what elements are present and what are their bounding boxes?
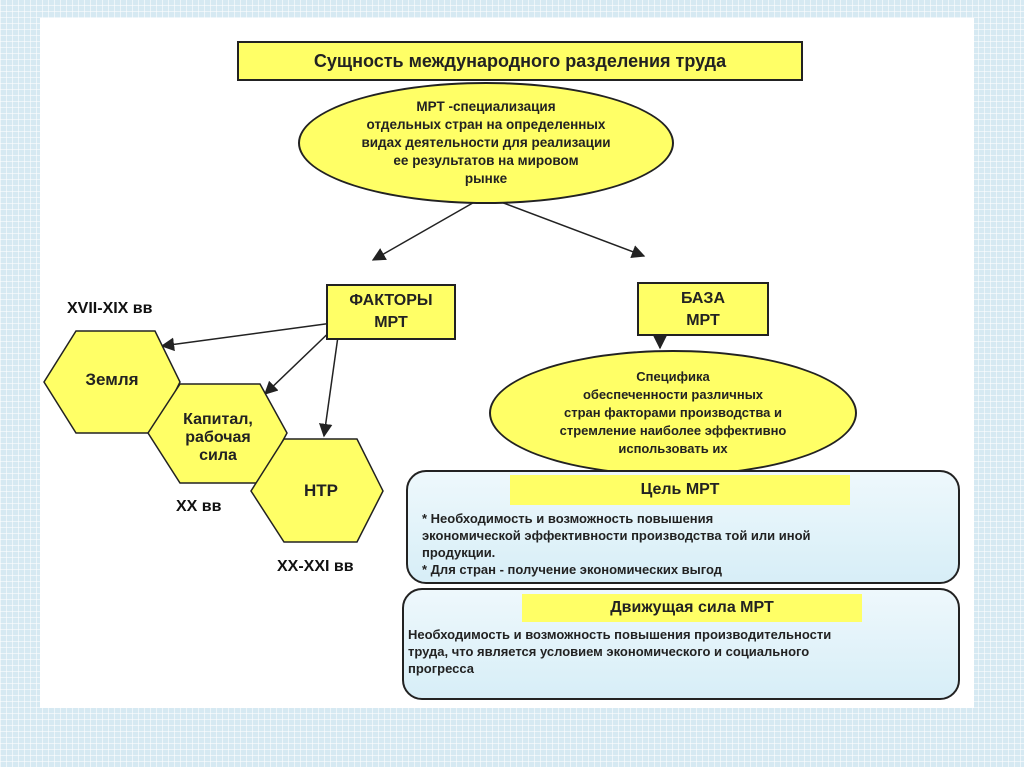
era-label-17-19: XVII-XIX вв — [67, 300, 153, 317]
base-detail-text: Специфика обеспеченности различных стран… — [559, 369, 787, 456]
base-detail-ellipse: Специфика обеспеченности различных стран… — [489, 350, 857, 476]
era-label-20-21: XX-XXI вв — [277, 558, 354, 575]
driver-panel: Движущая сила МРТ Необходимость и возмож… — [402, 588, 960, 700]
hexagon-ntr-label: НТР — [304, 481, 338, 500]
slide-canvas: Сущность международного разделения труда… — [40, 18, 974, 708]
driver-text: Необходимость и возможность повышения пр… — [408, 627, 832, 676]
goal-panel: Цель МРТ * Необходимость и возможность п… — [406, 470, 960, 584]
page-title: Сущность международного разделения труда — [237, 41, 803, 81]
goal-text: * Необходимость и возможность повышения … — [422, 511, 811, 577]
definition-ellipse: МРТ -специализация отдельных стран на оп… — [298, 82, 674, 204]
arrow-to-ntr — [319, 321, 341, 438]
hexagon-capital-label: Капитал, рабочая сила — [183, 411, 253, 464]
era-label-20: XX вв — [176, 498, 222, 515]
base-box: БАЗА МРТ — [637, 282, 769, 336]
diagram-connectors — [43, 195, 667, 543]
arrow-to-base — [484, 195, 646, 259]
hexagon-land-label: Земля — [85, 370, 139, 389]
definition-text: МРТ -специализация отдельных стран на оп… — [361, 99, 611, 186]
hexagon-ntr — [250, 438, 384, 543]
factors-box: ФАКТОРЫ МРТ — [326, 284, 456, 340]
goal-heading: Цель МРТ — [510, 475, 850, 505]
arrow-to-land — [160, 321, 341, 352]
driver-heading: Движущая сила МРТ — [522, 594, 862, 622]
arrow-to-factors — [371, 195, 486, 261]
